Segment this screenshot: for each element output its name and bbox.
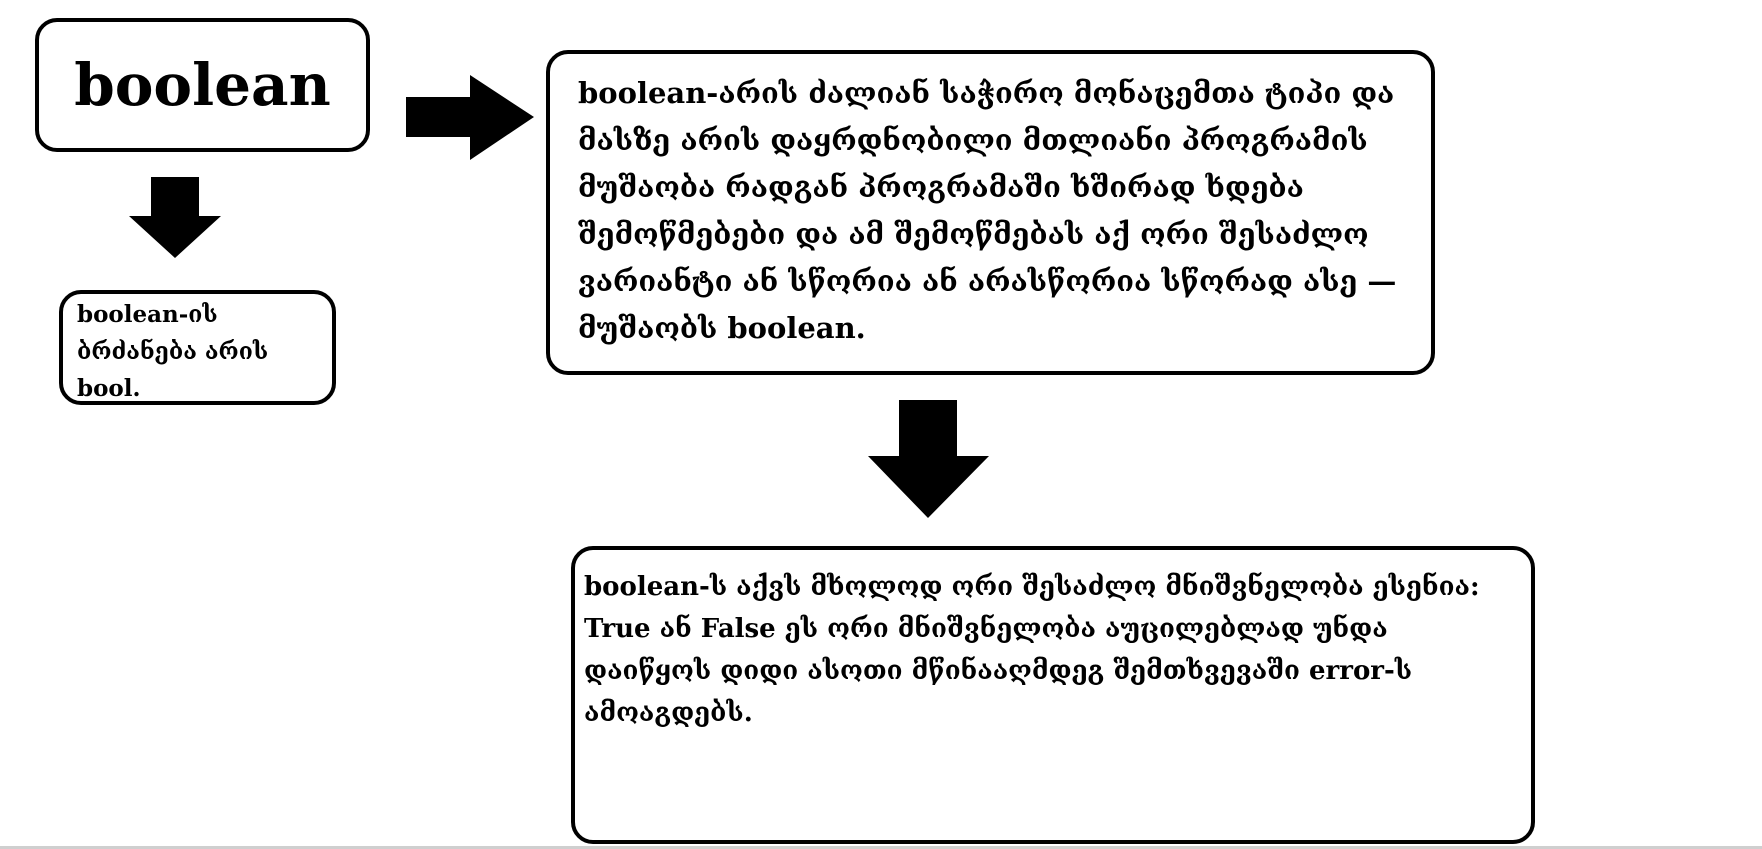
description-box: boolean-არის ძალიან საჭირო მონაცემთა ტიპ… <box>546 50 1435 375</box>
arrow-down-icon <box>129 177 221 258</box>
arrow-right-icon <box>406 75 534 160</box>
command-box: boolean-ის ბრძანება არის bool. <box>59 290 336 405</box>
description-text: boolean-არის ძალიან საჭირო მონაცემთა ტიპ… <box>578 76 1397 345</box>
title-box: boolean <box>35 18 370 152</box>
command-text: boolean-ის ბრძანება არის bool. <box>77 301 269 402</box>
arrow-down-icon <box>868 400 989 518</box>
title-text: boolean <box>74 51 331 119</box>
values-box: boolean-ს აქვს მხოლოდ ორი შესაძლო მნიშვნ… <box>571 546 1535 844</box>
bottom-divider <box>0 846 1762 849</box>
values-text: boolean-ს აქვს მხოლოდ ორი შესაძლო მნიშვნ… <box>584 572 1480 728</box>
